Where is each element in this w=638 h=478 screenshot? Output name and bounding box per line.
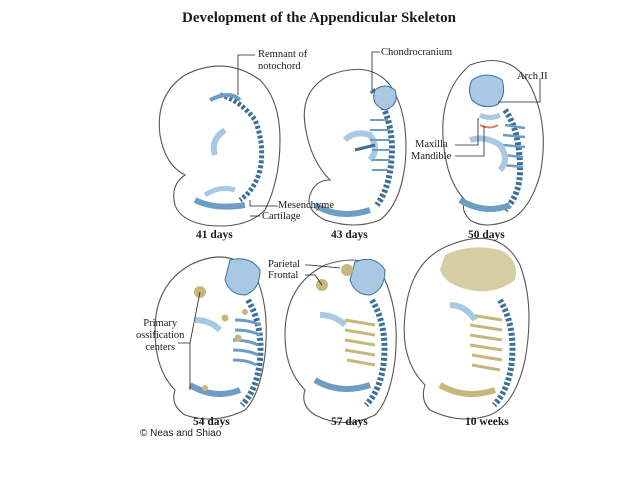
label-chondrocranium: Chondrocranium [381,47,453,58]
caption-10-weeks: 10 weeks [465,416,509,428]
caption-43-days: 43 days [331,229,368,241]
embryo-54-days [154,256,267,420]
label-primary-line1: Primary [143,318,178,329]
label-maxilla: Maxilla [415,139,448,150]
label-primary-line2: ossification [136,330,185,341]
label-frontal: Frontal [268,270,299,281]
label-primary-ossification-centers: Primary ossification centers [136,318,184,354]
caption-57-days: 57 days [331,416,368,428]
label-mesenchyme: Mesenchyme [278,200,334,211]
caption-50-days: 50 days [468,229,505,241]
embryo-50-days [442,60,544,226]
leader-lines [178,51,541,390]
label-arch-ii: Arch II [517,71,548,82]
label-cartilage: Cartilage [262,211,301,222]
label-remnant-of-notochord: Remnant of notochord [258,49,307,73]
credit-text: © Neas and Shiao [140,428,222,439]
caption-54-days: 54 days [193,416,230,428]
caption-41-days: 41 days [196,229,233,241]
label-remnant-line1: Remnant of [258,49,308,60]
figure-title: Development of the Appendicular Skeleton [182,10,456,26]
embryo-57-days [284,258,397,423]
label-remnant-line2: notochord [258,61,301,72]
label-parietal: Parietal [268,259,301,270]
embryo-10-weeks [403,237,530,420]
label-primary-line3: centers [145,342,176,353]
label-mandible: Mandible [411,151,452,162]
embryo-41-days [158,65,281,227]
embryo-43-days [303,68,407,226]
